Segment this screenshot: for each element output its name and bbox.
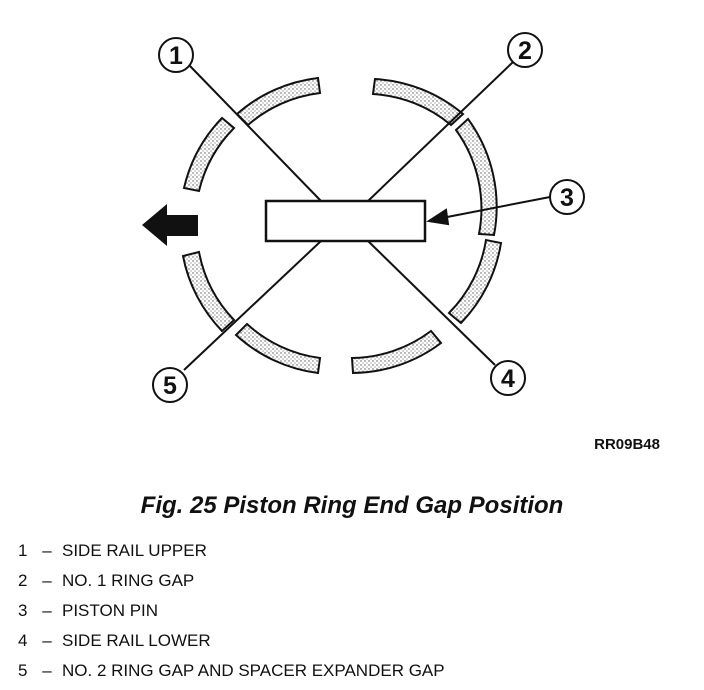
ring-segment-left-upper	[182, 116, 236, 193]
legend-key: 5	[18, 661, 28, 680]
legend-dash: –	[42, 541, 52, 560]
legend-item: 4–SIDE RAIL LOWER	[18, 630, 445, 660]
leader-line-5	[183, 240, 322, 371]
legend-dash: –	[42, 601, 52, 620]
legend-list: 1–SIDE RAIL UPPER 2–NO. 1 RING GAP 3–PIS…	[18, 540, 445, 690]
legend-dash: –	[42, 571, 52, 590]
callout-3: 3	[549, 179, 585, 215]
ring-segment-right-lower	[447, 238, 503, 325]
legend-key: 3	[18, 601, 28, 620]
ring-segment-bottom-right	[350, 329, 443, 375]
legend-dash: –	[42, 631, 52, 650]
legend-item: 3–PISTON PIN	[18, 600, 445, 630]
leader-arrow-3	[426, 196, 551, 226]
legend-item: 5–NO. 2 RING GAP AND SPACER EXPANDER GAP	[18, 660, 445, 690]
callout-label: 3	[560, 184, 574, 212]
leader-line-1	[189, 65, 322, 202]
callout-1: 1	[158, 37, 194, 73]
callout-label: 4	[501, 365, 515, 393]
callout-label: 2	[518, 37, 532, 65]
leader-line-2	[367, 61, 514, 202]
piston-pin	[264, 199, 427, 243]
ring-segment-top-left	[235, 76, 322, 127]
legend-key: 1	[18, 541, 28, 560]
legend-text: PISTON PIN	[62, 601, 159, 620]
ring-segment-right-upper	[454, 117, 498, 237]
figure-code: RR09B48	[594, 436, 660, 453]
legend-text: NO. 2 RING GAP AND SPACER EXPANDER GAP	[62, 661, 445, 680]
ring-segments	[181, 76, 503, 375]
legend-key: 4	[18, 631, 28, 650]
ring-segment-top-right	[371, 77, 465, 127]
leader-line-4	[367, 240, 496, 366]
callout-label: 5	[163, 372, 177, 400]
legend-text: SIDE RAIL UPPER	[62, 541, 207, 560]
figure-caption: Fig. 25 Piston Ring End Gap Position	[140, 492, 564, 519]
callout-5: 5	[152, 367, 188, 403]
ring-segment-bottom-left	[234, 322, 322, 375]
legend-item: 2–NO. 1 RING GAP	[18, 570, 445, 600]
legend-key: 2	[18, 571, 28, 590]
callout-2: 2	[507, 32, 543, 68]
callout-4: 4	[490, 360, 526, 396]
leader-lines	[183, 61, 514, 371]
left-arrow-icon	[142, 204, 198, 246]
legend-text: SIDE RAIL LOWER	[62, 631, 211, 650]
ring-segment-left-lower	[181, 250, 236, 333]
callout-label: 1	[169, 42, 183, 70]
legend-item: 1–SIDE RAIL UPPER	[18, 540, 445, 570]
legend-text: NO. 1 RING GAP	[62, 571, 195, 590]
legend-dash: –	[42, 661, 52, 680]
